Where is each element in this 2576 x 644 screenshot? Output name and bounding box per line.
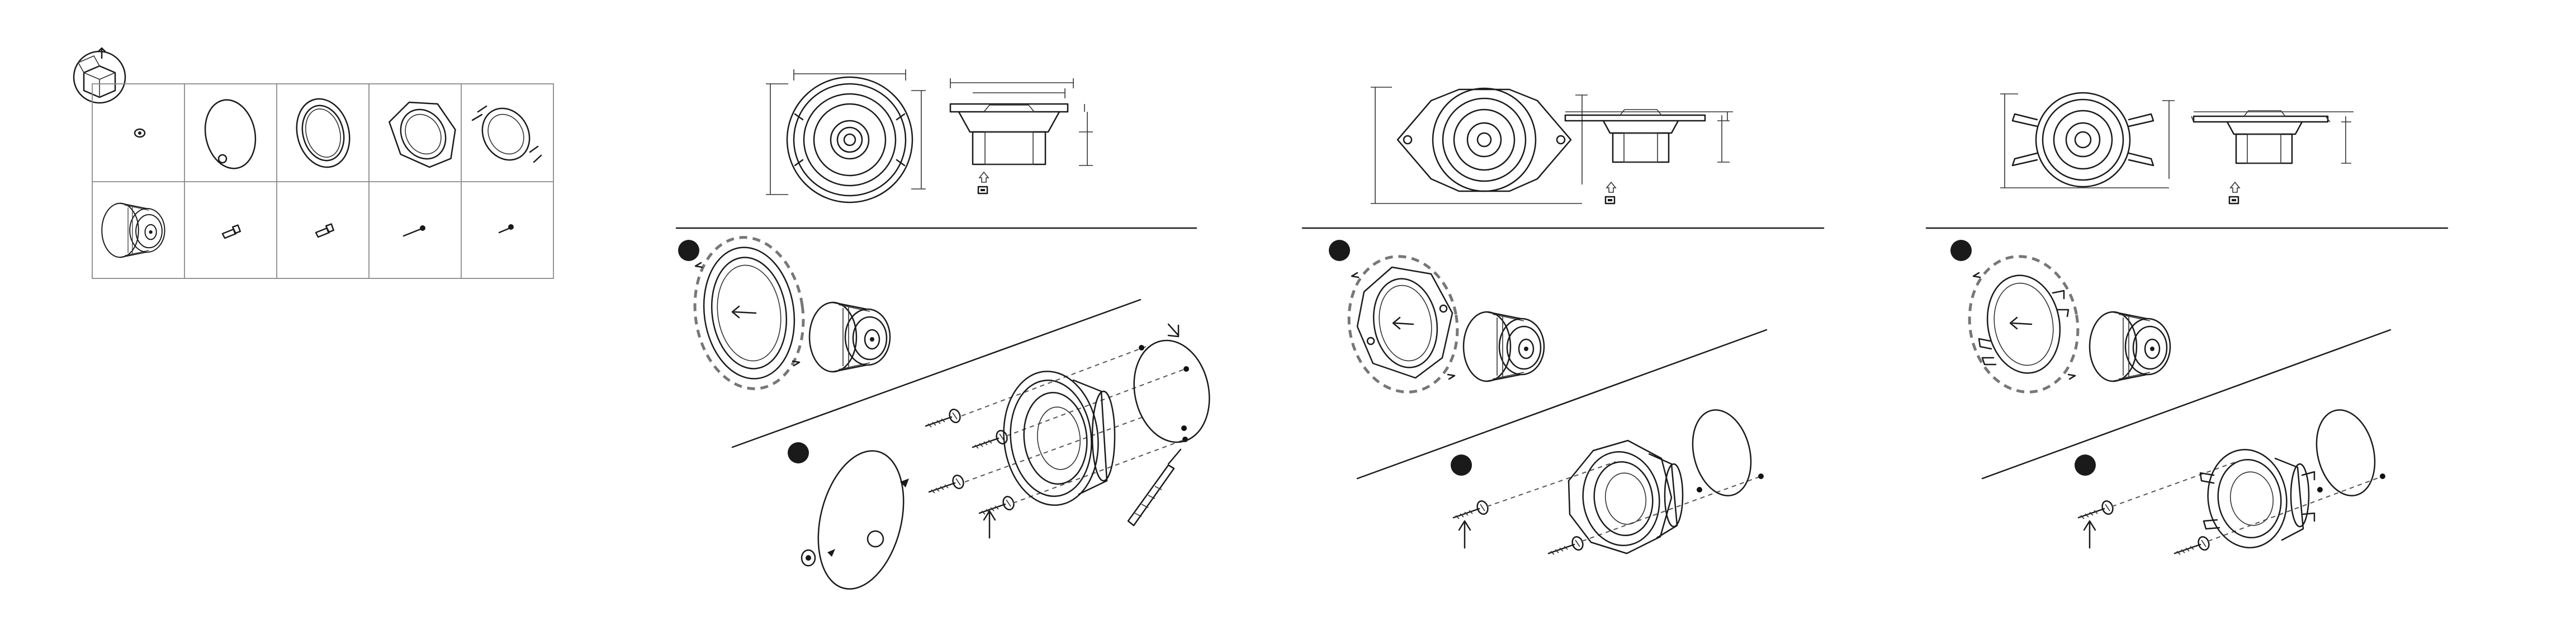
trim-ring-rotation — [685, 230, 813, 396]
dimension-side-view — [1565, 110, 1733, 203]
short-screw-icon — [316, 224, 334, 237]
mounted-speaker — [2200, 444, 2314, 553]
panel-oval-adapter-mount — [1303, 87, 1824, 555]
adapter-rotation — [1338, 248, 1467, 401]
panel-round-mount — [676, 69, 1219, 598]
grille-cover — [805, 442, 917, 598]
dimension-side-view — [950, 78, 1093, 193]
guide-lines — [1487, 462, 1764, 541]
speaker-unit — [2090, 312, 2170, 381]
grille-icon — [199, 95, 262, 173]
small-screw-icon — [499, 224, 514, 233]
bracket-rotation — [1959, 248, 2088, 401]
step-2-marker — [1451, 454, 1472, 476]
panel-bracket-adapter-mount — [1926, 93, 2447, 555]
grille-disc — [1125, 324, 1218, 449]
step-1-marker — [678, 240, 699, 261]
dimension-front-view — [2000, 93, 2175, 188]
step-1-marker — [1950, 240, 1972, 261]
mounting-screws — [1453, 500, 1585, 555]
mounted-speaker — [997, 367, 1115, 510]
long-screw-icon — [404, 225, 425, 236]
push-arrow — [1459, 521, 1470, 548]
step-1-marker — [1329, 240, 1350, 261]
guide-lines — [2112, 462, 2385, 541]
nut-icon — [135, 129, 145, 137]
speaker-unit — [809, 302, 890, 372]
trim-ring-icon — [290, 93, 357, 173]
oval-adapter-icon — [387, 97, 460, 172]
grille-disc — [1684, 404, 1760, 502]
bracket-adapter-icon — [472, 100, 541, 168]
push-arrow — [2084, 521, 2095, 548]
push-arrow — [984, 511, 995, 538]
mounting-screws — [2078, 500, 2211, 555]
cutline — [732, 300, 1140, 447]
drill-bit — [1128, 449, 1181, 525]
mounted-speaker — [1569, 441, 1683, 553]
parts-inventory — [74, 48, 553, 278]
dimension-side-view — [2191, 111, 2354, 203]
dimension-front-view — [1371, 87, 1588, 203]
guide-lines — [962, 345, 1189, 503]
speaker-icon — [102, 203, 164, 258]
nut-part — [802, 549, 835, 566]
dimension-front-view — [766, 69, 926, 202]
step-2-marker — [788, 442, 809, 463]
cutline — [1357, 330, 1767, 479]
mounting-screws — [926, 408, 1016, 514]
box-open-icon — [74, 48, 125, 103]
cutline — [1982, 330, 2390, 479]
short-screw-icon — [222, 225, 240, 238]
step-2-marker — [2075, 454, 2096, 476]
speaker-unit — [1464, 312, 1544, 381]
